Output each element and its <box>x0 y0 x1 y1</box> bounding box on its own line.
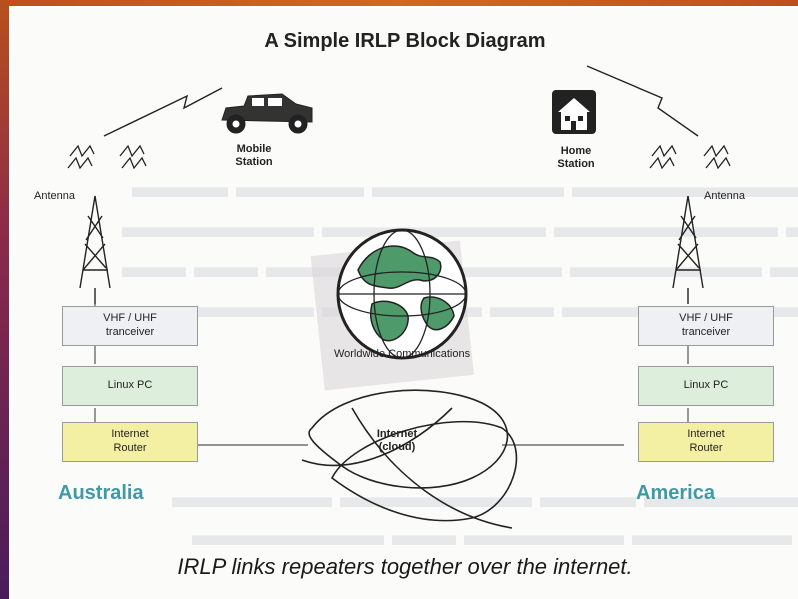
right-pc-box: Linux PC <box>638 366 774 406</box>
left-radio-link-icon <box>103 87 223 137</box>
right-router-box: Internet Router <box>638 422 774 462</box>
diagram-caption: IRLP links repeaters together over the i… <box>177 554 633 579</box>
left-radio-box: VHF / UHF tranceiver <box>62 306 198 346</box>
right-region-label: America <box>636 482 715 504</box>
left-region-label: Australia <box>58 482 144 504</box>
car-icon <box>221 93 313 134</box>
left-pc-box: Linux PC <box>62 366 198 406</box>
left-radio-waves-icon <box>67 144 147 170</box>
box-connectors <box>94 304 689 422</box>
slide-top-edge <box>0 0 798 6</box>
home-station-label: Home Station <box>557 145 595 171</box>
left-router-box: Internet Router <box>62 422 198 462</box>
house-icon <box>552 90 596 134</box>
left-antenna-label: Antenna <box>34 190 75 202</box>
right-radio-box: VHF / UHF tranceiver <box>638 306 774 346</box>
left-antenna-tower-icon <box>79 195 111 304</box>
diagram-graphics <box>67 65 731 529</box>
right-radio-link-icon <box>586 65 699 137</box>
cloud-label: Internet (cloud) <box>376 428 418 454</box>
slide-left-edge <box>0 0 9 599</box>
diagram-figure: ▬▬▬ ▬▬▬▬ ▬▬▬▬▬▬ ▬▬▬▬▬▬▬▬ ▬▬▬▬▬ ▬▬▬▬▬▬ ▬▬… <box>12 8 798 599</box>
diagram-title: A Simple IRLP Block Diagram <box>264 30 546 52</box>
bleed-through-text-6: ▬▬▬▬▬▬ ▬▬ ▬▬▬▬▬ ▬▬▬▬▬ ▬▬▬▬▬▬ <box>192 516 798 552</box>
globe-icon <box>336 228 468 360</box>
globe-label: Worldwide Communications <box>333 348 471 360</box>
cloud-icon <box>301 389 518 529</box>
right-antenna-label: Antenna <box>704 190 745 202</box>
right-antenna-tower-icon <box>672 195 704 304</box>
right-radio-waves-icon <box>649 144 731 170</box>
bleed-through-text-5: ▬▬▬▬▬ ▬▬▬▬▬▬ ▬▬▬ ▬▬▬▬▬▬▬▬▬ ▬▬▬▬ <box>172 478 798 514</box>
mobile-station-label: Mobile Station <box>235 143 273 169</box>
